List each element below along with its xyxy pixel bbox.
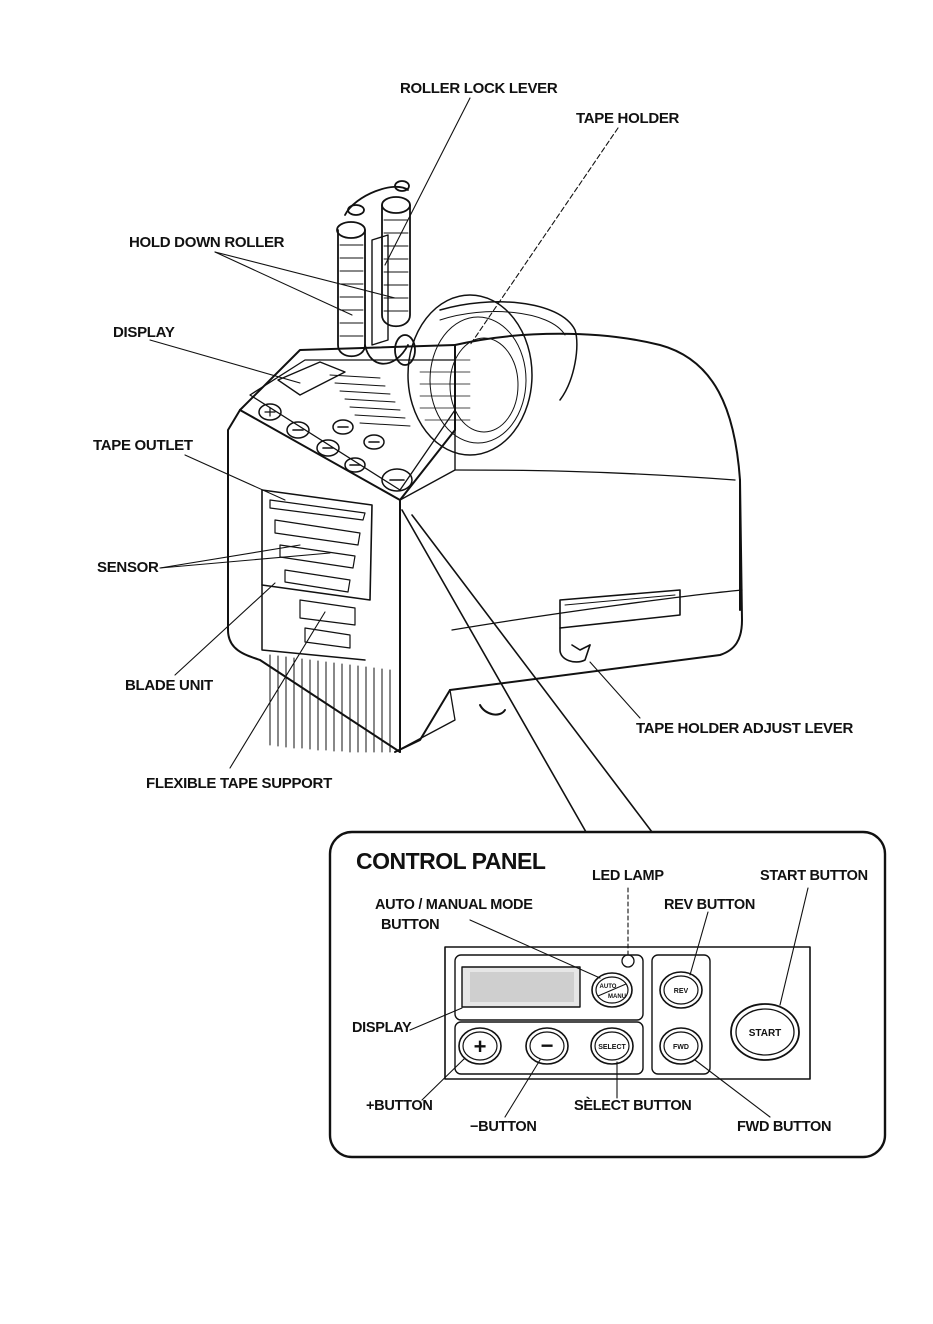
label-display: DISPLAY bbox=[113, 324, 175, 342]
label-minus-button: −BUTTON bbox=[470, 1118, 537, 1136]
top-vents bbox=[330, 375, 410, 426]
auto-button-glyph-bottom: MANU bbox=[608, 994, 626, 1000]
housing bbox=[395, 334, 742, 752]
device-display bbox=[278, 362, 345, 395]
adjust-lever-slot bbox=[560, 590, 680, 662]
label-flexible-tape-support: FLEXIBLE TAPE SUPPORT bbox=[146, 775, 332, 793]
tape-outlet-area bbox=[262, 490, 372, 600]
label-start-button: START BUTTON bbox=[760, 867, 868, 885]
label-hold-down-roller: HOLD DOWN ROLLER bbox=[129, 234, 284, 252]
select-button-glyph: SELECT bbox=[598, 1044, 626, 1051]
label-plus-button: +BUTTON bbox=[366, 1097, 433, 1115]
rev-button-glyph: REV bbox=[674, 988, 689, 995]
fwd-button-glyph: FWD bbox=[673, 1044, 689, 1051]
control-panel-title: CONTROL PANEL bbox=[356, 848, 545, 875]
label-tape-holder-adjust-lever: TAPE HOLDER ADJUST LEVER bbox=[636, 720, 853, 738]
tape-reel bbox=[408, 295, 577, 455]
label-auto-manual-line1: AUTO / MANUAL MODE bbox=[375, 896, 533, 914]
label-tape-outlet: TAPE OUTLET bbox=[93, 437, 193, 455]
blade-unit bbox=[262, 585, 365, 660]
label-fwd-button: FWD BUTTON bbox=[737, 1118, 831, 1136]
auto-button-glyph-top: AUTO bbox=[600, 984, 617, 990]
plus-button-glyph: + bbox=[474, 1034, 487, 1059]
minus-button-glyph: − bbox=[541, 1033, 554, 1058]
start-button-glyph: START bbox=[749, 1028, 782, 1039]
label-select-button: SÈLECT BUTTON bbox=[574, 1097, 691, 1115]
label-roller-lock-lever: ROLLER LOCK LEVER bbox=[400, 80, 557, 98]
label-rev-button: REV BUTTON bbox=[664, 896, 755, 914]
hold-down-roller-assembly bbox=[337, 181, 415, 365]
label-tape-holder: TAPE HOLDER bbox=[576, 110, 679, 128]
label-blade-unit: BLADE UNIT bbox=[125, 677, 213, 695]
label-led-lamp: LED LAMP bbox=[592, 867, 664, 885]
label-auto-manual-line2: BUTTON bbox=[381, 916, 439, 934]
label-sensor: SENSOR bbox=[97, 559, 159, 577]
front-vents bbox=[270, 655, 390, 752]
label-cp-display: DISPLAY bbox=[352, 1019, 411, 1037]
